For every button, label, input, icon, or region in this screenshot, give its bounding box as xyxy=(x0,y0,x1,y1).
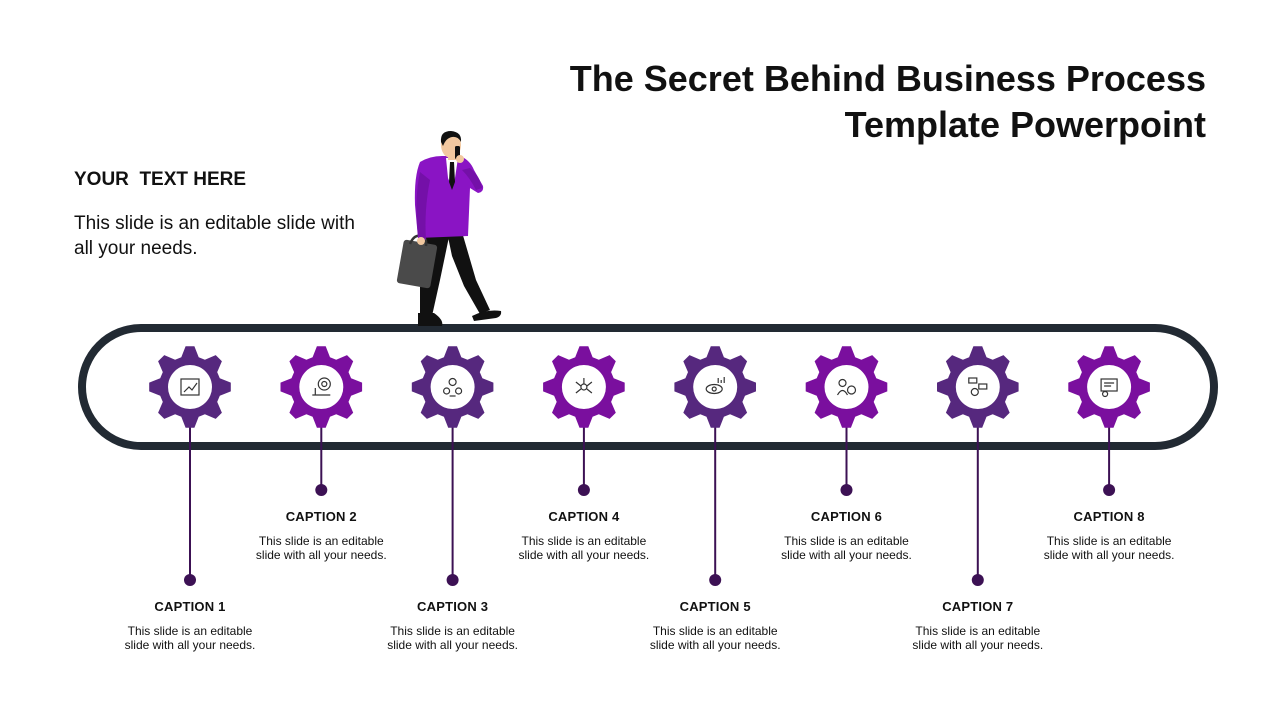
caption-title: CAPTION 4 xyxy=(548,509,620,524)
caption-text: This slide is an editable slide with all… xyxy=(1043,534,1175,562)
step-dot-5 xyxy=(709,574,722,586)
gear-3 xyxy=(411,346,494,428)
gear-1 xyxy=(149,346,231,428)
caption-block-5: CAPTION 5 This slide is an editable slide… xyxy=(625,599,805,652)
caption-block-4: CAPTION 4 This slide is an editable slide… xyxy=(494,509,674,562)
step-dot-2 xyxy=(315,484,328,496)
intro-heading: YOUR TEXT HERE xyxy=(74,169,247,190)
gear-6 xyxy=(805,346,888,428)
caption-text: This slide is an editable slide with all… xyxy=(518,534,650,562)
caption-title: CAPTION 6 xyxy=(810,509,883,524)
team-network-icon xyxy=(443,377,463,397)
caption-title: CAPTION 1 xyxy=(154,599,226,614)
caption-title: CAPTION 7 xyxy=(942,599,1014,614)
caption-block-6: CAPTION 6 This slide is an editable slide… xyxy=(757,509,937,562)
caption-text: This slide is an editable slide with all… xyxy=(912,624,1044,652)
caption-block-1: CAPTION 1 This slide is an editable slide… xyxy=(100,599,280,652)
caption-block-8: CAPTION 8 This slide is an editable slide… xyxy=(1019,509,1199,562)
slide-title: The Secret Behind Business Process Templ… xyxy=(569,58,1206,145)
caption-text: This slide is an editable slide with all… xyxy=(387,624,518,652)
caption-text: This slide is an editable slide with all… xyxy=(124,624,256,652)
gear-4 xyxy=(543,346,625,428)
caption-text: This slide is an editable slide with all… xyxy=(781,534,912,562)
target-presentation-icon xyxy=(312,377,331,396)
caption-text: This slide is an editable slide with all… xyxy=(255,534,387,562)
caption-title: CAPTION 3 xyxy=(417,599,489,614)
gear-5 xyxy=(674,346,756,428)
step-dot-6 xyxy=(840,484,853,496)
caption-block-2: CAPTION 2 This slide is an editable slide… xyxy=(231,509,411,562)
caption-block-7: CAPTION 7 This slide is an editable slide… xyxy=(888,599,1068,652)
gear-8 xyxy=(1068,346,1150,428)
step-dot-7 xyxy=(971,574,984,586)
caption-title: CAPTION 8 xyxy=(1073,509,1145,524)
step-dot-4 xyxy=(577,484,590,496)
caption-title: CAPTION 5 xyxy=(679,599,751,614)
step-dot-8 xyxy=(1103,484,1116,496)
strategy-user-icon xyxy=(836,378,857,396)
step-dot-3 xyxy=(446,574,459,586)
workflow-settings-icon xyxy=(968,377,988,397)
caption-block-3: CAPTION 3 This slide is an editable slide… xyxy=(363,599,543,652)
growth-chart-icon xyxy=(180,378,200,396)
vision-analytics-icon xyxy=(705,377,725,395)
intro-body-text: This slide is an editable slide with all… xyxy=(74,213,355,259)
businessman-illustration xyxy=(396,131,502,326)
step-dot-1 xyxy=(184,574,196,586)
gear-7 xyxy=(937,346,1019,428)
dashboard-user-icon xyxy=(1100,378,1118,398)
caption-title: CAPTION 2 xyxy=(285,509,357,524)
gear-2 xyxy=(280,346,363,428)
idea-network-icon xyxy=(575,378,593,394)
process-track xyxy=(78,324,1218,450)
caption-text: This slide is an editable slide with all… xyxy=(649,624,781,652)
